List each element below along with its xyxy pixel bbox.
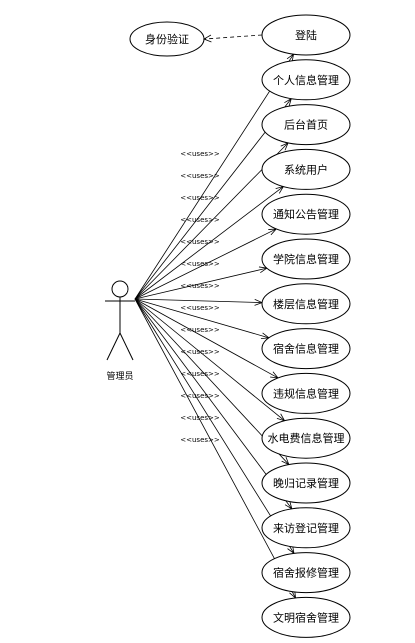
stereotype-label: <<uses>> — [180, 414, 220, 422]
include-arrow-head — [203, 34, 212, 43]
use-case-group: 登陆个人信息管理后台首页系统用户通知公告管理学院信息管理楼层信息管理宿舍信息管理… — [261, 14, 351, 638]
use-case-ellipse-personal-info[interactable] — [261, 59, 351, 101]
actor-right-leg — [119, 332, 134, 361]
actor-left-leg — [106, 332, 121, 361]
stereotype-label: <<uses>> — [180, 304, 220, 312]
stereotype-label: <<uses>> — [180, 216, 220, 224]
stereotype-label: <<uses>> — [180, 194, 220, 202]
stereotype-label: <<uses>> — [180, 172, 220, 180]
use-case-label-violation: 违规信息管理 — [273, 386, 339, 400]
use-case-label-dorm: 宿舍信息管理 — [273, 342, 339, 356]
use-case-ellipse-visitor[interactable] — [261, 507, 351, 549]
actor-head — [111, 280, 129, 298]
use-case-label-utility: 水电费信息管理 — [268, 431, 345, 445]
use-case-ellipse-backend-home[interactable] — [261, 104, 351, 146]
association-line-violation — [134, 298, 279, 379]
association-line-system-users — [134, 186, 284, 300]
use-case-label-backend-home: 后台首页 — [284, 118, 328, 132]
use-case-label-late-return: 晚归记录管理 — [273, 476, 339, 490]
stereotype-label: <<uses>> — [180, 370, 220, 378]
association-line-repair — [134, 298, 295, 554]
use-case-ellipse-login[interactable] — [261, 14, 351, 56]
use-case-ellipse-floor[interactable] — [261, 283, 351, 325]
include-line — [204, 34, 263, 40]
use-case-ellipse-late-return[interactable] — [261, 462, 351, 504]
arrow-head-violation — [270, 371, 279, 379]
auth-label: 身份验证 — [145, 32, 189, 46]
stereotype-label: <<uses>> — [180, 260, 220, 268]
association-line-floor — [134, 298, 263, 303]
association-line-dorm — [134, 298, 270, 339]
association-line-civilized — [134, 298, 296, 599]
use-case-label-floor: 楼层信息管理 — [273, 297, 339, 311]
stereotype-label: <<uses>> — [180, 150, 220, 158]
stereotype-label: <<uses>> — [180, 238, 220, 246]
auth-include-group: 身份验证 — [129, 21, 263, 57]
stereotype-label: <<uses>> — [180, 436, 220, 444]
use-case-label-notice: 通知公告管理 — [273, 207, 339, 221]
actor-figure: 管理员 — [105, 280, 135, 382]
stereotype-label: <<uses>> — [180, 392, 220, 400]
use-case-label-system-users: 系统用户 — [284, 162, 328, 176]
association-line-visitor — [134, 298, 293, 510]
stereotype-label: <<uses>> — [180, 348, 220, 356]
use-case-ellipse-repair[interactable] — [261, 552, 351, 594]
use-case-ellipse-system-users[interactable] — [261, 148, 351, 190]
use-case-ellipse-notice[interactable] — [261, 193, 351, 235]
stereotype-label: <<uses>> — [180, 282, 220, 290]
use-case-ellipse-college[interactable] — [261, 238, 351, 280]
use-case-label-visitor: 来访登记管理 — [273, 521, 339, 535]
use-case-ellipse-dorm[interactable] — [261, 328, 351, 370]
use-case-label-civilized: 文明宿舍管理 — [273, 610, 339, 624]
stereotype-labels: <<uses>> <<uses>> <<uses>> <<uses>> <<uses>>… — [180, 150, 220, 444]
use-case-label-college: 学院信息管理 — [273, 252, 339, 266]
use-case-ellipse-violation[interactable] — [261, 372, 351, 414]
association-line-utility — [134, 298, 285, 422]
stereotype-label: <<uses>> — [180, 326, 220, 334]
association-line-login — [134, 53, 294, 300]
use-case-ellipse-civilized[interactable] — [261, 596, 351, 638]
actor-label: 管理员 — [106, 370, 133, 382]
association-lines — [134, 53, 297, 599]
use-case-label-personal-info: 个人信息管理 — [273, 73, 339, 87]
use-case-label-login: 登陆 — [295, 28, 317, 42]
association-line-college — [134, 267, 267, 300]
use-case-ellipse-utility[interactable] — [261, 417, 351, 459]
use-case-label-repair: 宿舍报修管理 — [273, 566, 339, 580]
association-line-notice — [134, 228, 277, 300]
